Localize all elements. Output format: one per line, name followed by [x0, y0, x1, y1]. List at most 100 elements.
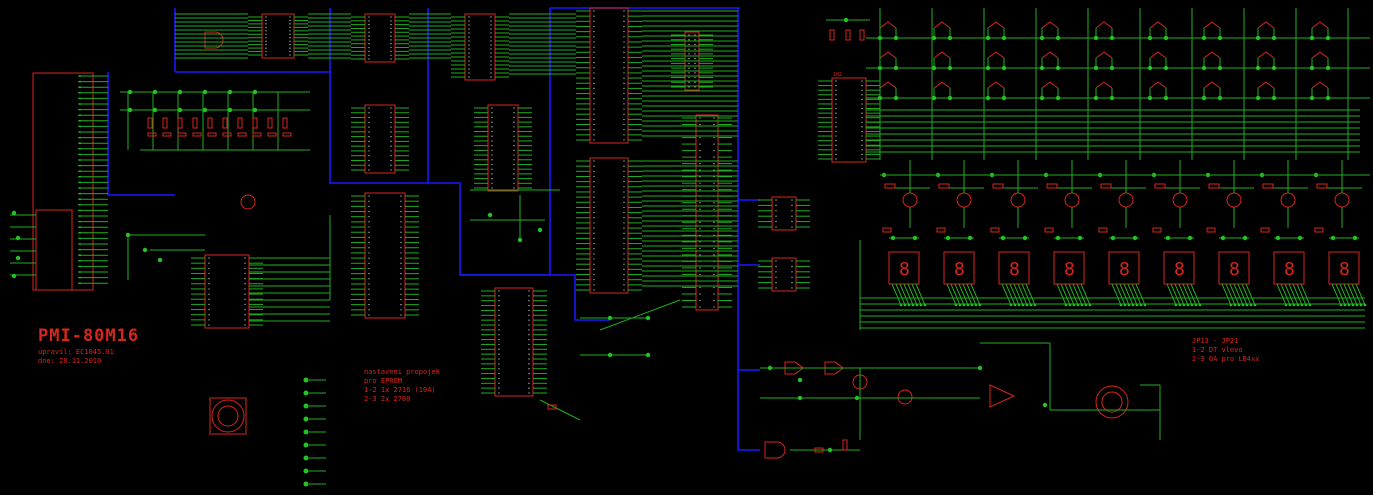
pin-mark: [491, 163, 493, 166]
junction-dot: [303, 429, 309, 435]
pin-mark: [713, 228, 715, 230]
junction-dot: [79, 103, 81, 105]
keypad-switch: [1095, 21, 1113, 29]
pin-mark: [400, 241, 402, 244]
pin-mark: [528, 338, 530, 341]
pin-mark: [244, 283, 246, 285]
pin-mark: [498, 334, 500, 336]
resistor: [192, 117, 198, 129]
pin-mark: [775, 287, 777, 289]
pin-mark: [400, 252, 402, 254]
pin-mark: [498, 295, 500, 297]
pin-mark: [513, 135, 515, 137]
pin-mark: [513, 182, 515, 184]
pin-mark: [688, 53, 690, 55]
pin-mark: [623, 41, 625, 43]
pin-mark: [713, 306, 715, 308]
ic-chip-ram: [695, 114, 719, 311]
pin-mark: [490, 64, 492, 66]
pin-mark: [791, 271, 793, 273]
pin-mark: [699, 136, 701, 139]
board-subtitle-line-1: upravil: EC1045.01: [38, 348, 114, 356]
capacitor: [147, 132, 157, 137]
pin-mark: [368, 241, 370, 244]
pin-mark: [368, 131, 370, 133]
pin-mark: [623, 92, 625, 95]
pin-mark: [623, 217, 625, 219]
capacitor: [192, 132, 202, 137]
junction-dot: [967, 235, 973, 241]
pin-mark: [368, 136, 370, 138]
junction-dot: [79, 243, 81, 245]
keypad-switch: [933, 51, 951, 59]
pin-mark: [593, 41, 595, 43]
wire: [1343, 283, 1354, 306]
pin-mark: [390, 27, 392, 30]
resistor: [162, 117, 168, 129]
pin-mark: [368, 278, 370, 280]
pin-mark: [835, 112, 837, 114]
pin-mark: [593, 268, 595, 270]
pin-mark: [623, 51, 625, 53]
wire: [1064, 283, 1075, 306]
pin-mark: [593, 170, 595, 172]
pin-mark: [791, 260, 793, 262]
eprom-note-line-3: 1-2 1x 2716 (104): [364, 386, 436, 394]
logic-gate: [764, 441, 786, 459]
pin-mark: [623, 165, 625, 167]
junction-dot: [79, 265, 81, 268]
pin-mark: [513, 140, 515, 142]
keypad-switch: [879, 51, 897, 59]
pin-mark: [400, 247, 402, 249]
pin-mark: [623, 284, 625, 286]
pin-mark: [623, 227, 625, 229]
pin-mark: [390, 54, 392, 56]
keypad-switch: [1257, 81, 1275, 89]
pin-mark: [289, 26, 291, 28]
pin-mark: [265, 54, 267, 56]
wire: [958, 283, 969, 306]
pin-mark: [390, 43, 392, 45]
pin-mark: [289, 54, 291, 56]
junction-dot: [1147, 35, 1153, 41]
buffer-gate: [824, 361, 844, 375]
transistor: [897, 389, 913, 405]
pin-mark: [835, 84, 837, 87]
pin-mark: [208, 257, 210, 259]
pin-mark: [400, 236, 402, 238]
pin-mark: [491, 107, 493, 109]
pin-mark: [368, 159, 370, 162]
pin-mark: [513, 121, 515, 123]
pin-mark: [265, 23, 267, 25]
pin-mark: [688, 43, 690, 46]
pin-mark: [265, 33, 267, 35]
pin-mark: [861, 121, 863, 123]
pin-mark: [791, 287, 793, 289]
wire: [1331, 283, 1342, 306]
buffer-gate: [784, 361, 804, 375]
pin-mark: [368, 195, 370, 197]
pin-mark: [699, 247, 701, 249]
pin-mark: [513, 154, 515, 156]
pin-mark: [390, 126, 392, 128]
wire: [539, 399, 581, 421]
pin-mark: [368, 309, 370, 311]
junction-dot: [79, 170, 81, 173]
pin-mark: [265, 19, 267, 22]
keypad-switch: [987, 21, 1005, 29]
junction-dot: [893, 95, 899, 101]
pin-mark: [623, 181, 625, 183]
pin-mark: [713, 293, 715, 295]
pin-mark: [289, 16, 291, 18]
jumper-note-line-1: JP13 - JP21: [1192, 337, 1239, 345]
pin-mark: [368, 27, 370, 30]
pin-mark: [699, 241, 701, 243]
junction-dot: [127, 107, 133, 113]
wire: [1178, 283, 1189, 306]
pin-mark: [498, 387, 500, 389]
pin-mark: [593, 217, 595, 219]
pin-mark: [699, 117, 701, 119]
pin-mark: [623, 232, 625, 234]
pin-mark: [498, 377, 500, 380]
